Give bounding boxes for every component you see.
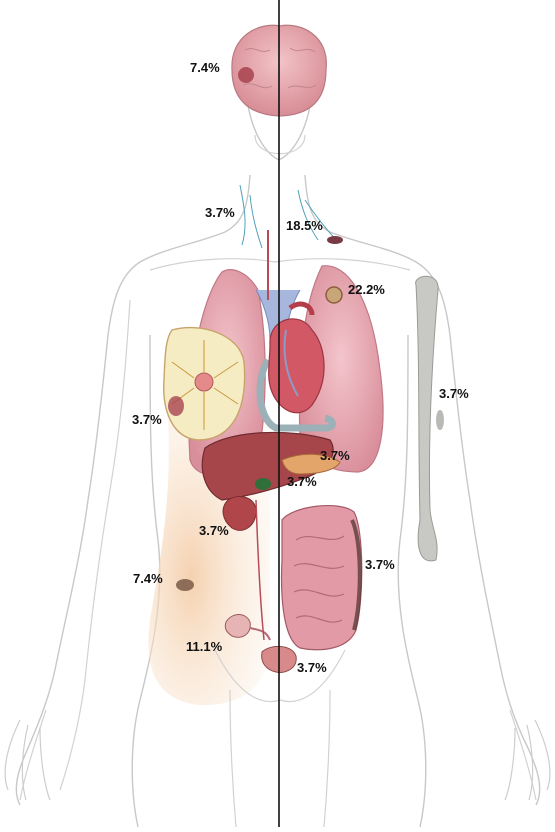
adrenal xyxy=(255,478,271,490)
lung-percentage: 22.2% xyxy=(348,283,385,296)
bladder-percentage: 3.7% xyxy=(297,661,327,674)
lung-lesion xyxy=(326,287,342,303)
pancreas-percentage: 3.7% xyxy=(320,449,350,462)
skin-lesion xyxy=(176,579,194,591)
ovary-percentage: 11.1% xyxy=(186,640,222,653)
intestine-icon xyxy=(282,506,362,650)
cervical-lymph-left-percentage: 3.7% xyxy=(205,206,235,219)
lymph-node-lesion xyxy=(327,236,343,244)
kidney-percentage: 3.7% xyxy=(199,524,229,537)
bone-percentage: 3.7% xyxy=(439,387,469,400)
cervical-lymph-right-percentage: 18.5% xyxy=(286,219,323,232)
brain-lesion xyxy=(238,67,254,83)
hands xyxy=(5,720,550,800)
colon-percentage: 3.7% xyxy=(365,558,395,571)
lymph-nodes xyxy=(240,185,338,248)
brain-percentage: 7.4% xyxy=(190,61,220,74)
breast-percentage: 3.7% xyxy=(132,413,162,426)
skin-percentage: 7.4% xyxy=(133,572,163,585)
adrenal-percentage: 3.7% xyxy=(287,475,317,488)
breast-lesion xyxy=(168,396,184,416)
breast-icon xyxy=(164,328,245,440)
bone-icon xyxy=(416,276,444,561)
